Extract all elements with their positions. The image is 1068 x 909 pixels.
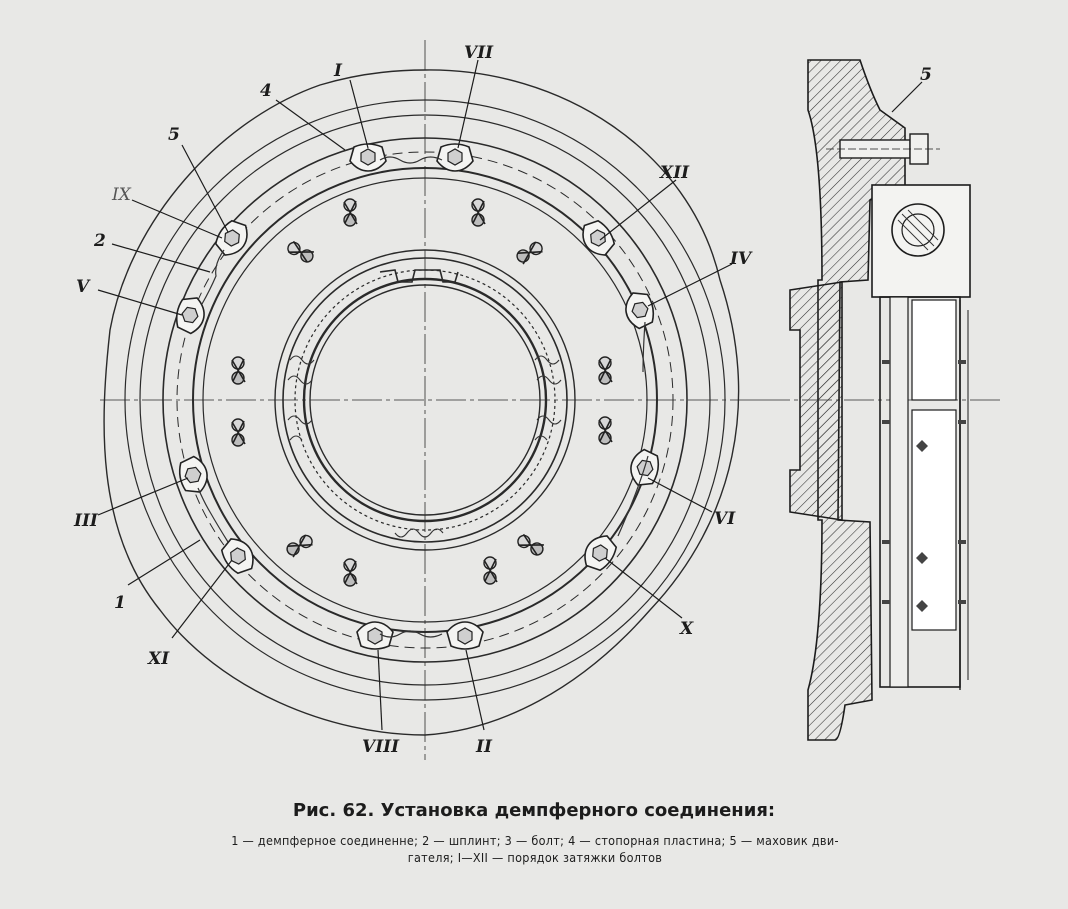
callout-VIII: VIII [362, 737, 400, 757]
callout-III: III [73, 511, 99, 531]
callout-5-side: 5 [920, 65, 932, 85]
front-view: I VII 4 5 IX 2 V XII IV III VI 1 XI X VI… [73, 40, 760, 760]
damper-connection-ring [162, 137, 688, 663]
hub-bore [309, 284, 541, 516]
callout-IV: IV [729, 249, 753, 269]
callout-XII: XII [659, 163, 690, 183]
flywheel-section [807, 59, 906, 741]
callout-I: I [333, 61, 343, 81]
callout-V: V [76, 277, 91, 297]
callout-VI: VI [714, 509, 736, 529]
callout-VII: VII [464, 43, 494, 63]
flywheel-outer-contour [103, 69, 740, 736]
callout-II: II [475, 737, 493, 757]
damper-connection-drawing: I VII 4 5 IX 2 V XII IV III VI 1 XI X VI… [73, 40, 1000, 760]
figure-number: Рис. 62. [292, 800, 375, 821]
side-section-view: 5 [760, 59, 1000, 741]
lock-plates [173, 143, 662, 650]
callout-2: 2 [93, 231, 106, 251]
callout-IX: IX [111, 185, 132, 205]
callout-1: 1 [114, 593, 126, 613]
callout-X: X [679, 619, 694, 639]
figure-legend: 1 — демпферное соединенне; 2 — шплинт; 3… [60, 832, 1010, 866]
figure-title: Установка демпферного соединения: [380, 800, 776, 821]
figure-caption-title: Рис. 62. Установка демпферного соединени… [0, 800, 1068, 821]
callout-XI: XI [147, 649, 170, 669]
callout-5-front: 5 [168, 125, 180, 145]
legend-line-2: гателя; I—XII — порядок затяжки болтов [407, 850, 663, 865]
callout-4: 4 [260, 81, 272, 101]
legend-line-1: 1 — демпферное соединенне; 2 — шплинт; 3… [231, 833, 839, 848]
